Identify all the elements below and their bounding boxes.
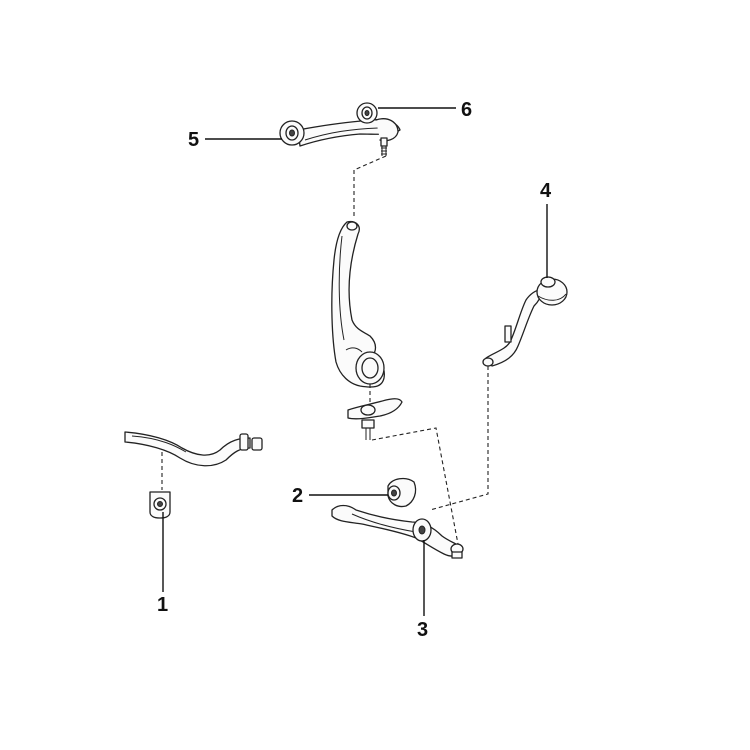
upper-arm-bushing-6 bbox=[356, 102, 378, 124]
assembly-lines bbox=[161, 155, 489, 545]
lower-control-arm bbox=[331, 504, 464, 559]
tension-rod bbox=[482, 276, 568, 367]
lower-ball-joint bbox=[347, 398, 403, 440]
leader-lines bbox=[162, 107, 548, 616]
callout-4: 4 bbox=[540, 180, 552, 202]
callout-3: 3 bbox=[417, 619, 428, 641]
upper-control-arm bbox=[297, 118, 401, 156]
callout-2: 2 bbox=[292, 485, 303, 507]
callout-6: 6 bbox=[461, 99, 472, 121]
stabilizer-bushing-1 bbox=[149, 491, 171, 519]
upper-arm-bushing-5 bbox=[279, 120, 305, 146]
steering-knuckle bbox=[331, 220, 385, 388]
callout-1: 1 bbox=[157, 594, 168, 616]
callout-5: 5 bbox=[188, 129, 199, 151]
lower-arm-bushing-2 bbox=[387, 477, 417, 508]
stabilizer-bar bbox=[124, 431, 263, 467]
